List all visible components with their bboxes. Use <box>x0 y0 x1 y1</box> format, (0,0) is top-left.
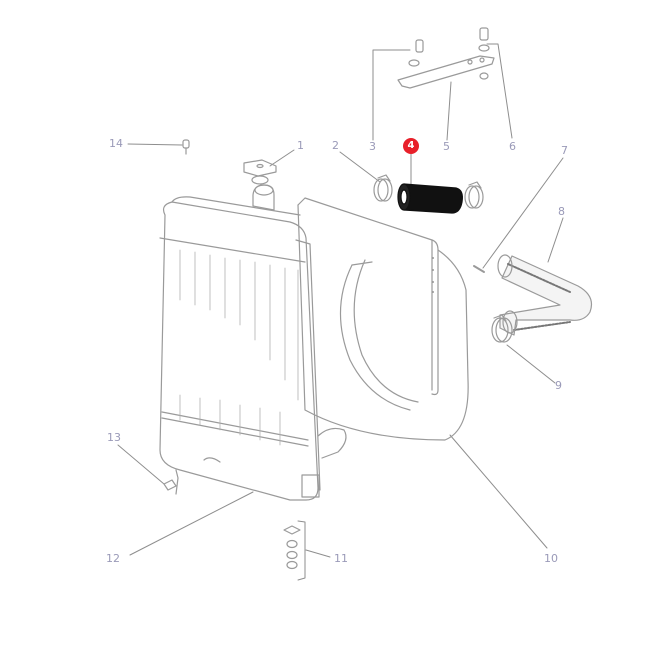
hose-clamp-right <box>464 181 484 209</box>
callout-2[interactable]: 2 <box>332 139 339 152</box>
callout-12[interactable]: 12 <box>106 552 120 565</box>
part-2-hose-clamp <box>373 174 393 202</box>
callout-13[interactable]: 13 <box>107 431 121 444</box>
callout-1[interactable]: 1 <box>297 139 304 152</box>
part-9-hose-clamp <box>491 314 513 343</box>
part-8-lower-hose <box>497 254 593 336</box>
callout-6[interactable]: 6 <box>509 140 516 153</box>
part-4-hose <box>397 183 463 214</box>
callout-5[interactable]: 5 <box>443 140 450 153</box>
part-3-bolt <box>408 39 424 67</box>
callout-4-highlighted[interactable]: 4 <box>403 138 419 154</box>
part-7-pin <box>473 265 485 273</box>
callout-8[interactable]: 8 <box>558 205 565 218</box>
callout-7[interactable]: 7 <box>561 144 568 157</box>
part-5-bracket <box>397 55 495 89</box>
part-14-bolt <box>182 139 190 155</box>
part-13-drain-tap <box>163 469 179 495</box>
part-11-mounting-hardware <box>283 525 301 570</box>
radiator-core <box>159 184 347 501</box>
leader-lines <box>117 43 564 581</box>
part-10-fan-shroud <box>297 197 469 441</box>
callout-3[interactable]: 3 <box>369 140 376 153</box>
part-6-bolt <box>478 27 490 80</box>
callout-11[interactable]: 11 <box>334 552 348 565</box>
callout-14[interactable]: 14 <box>109 137 123 150</box>
callout-9[interactable]: 9 <box>555 379 562 392</box>
part-1-cap <box>243 159 277 185</box>
callout-10[interactable]: 10 <box>544 552 558 565</box>
